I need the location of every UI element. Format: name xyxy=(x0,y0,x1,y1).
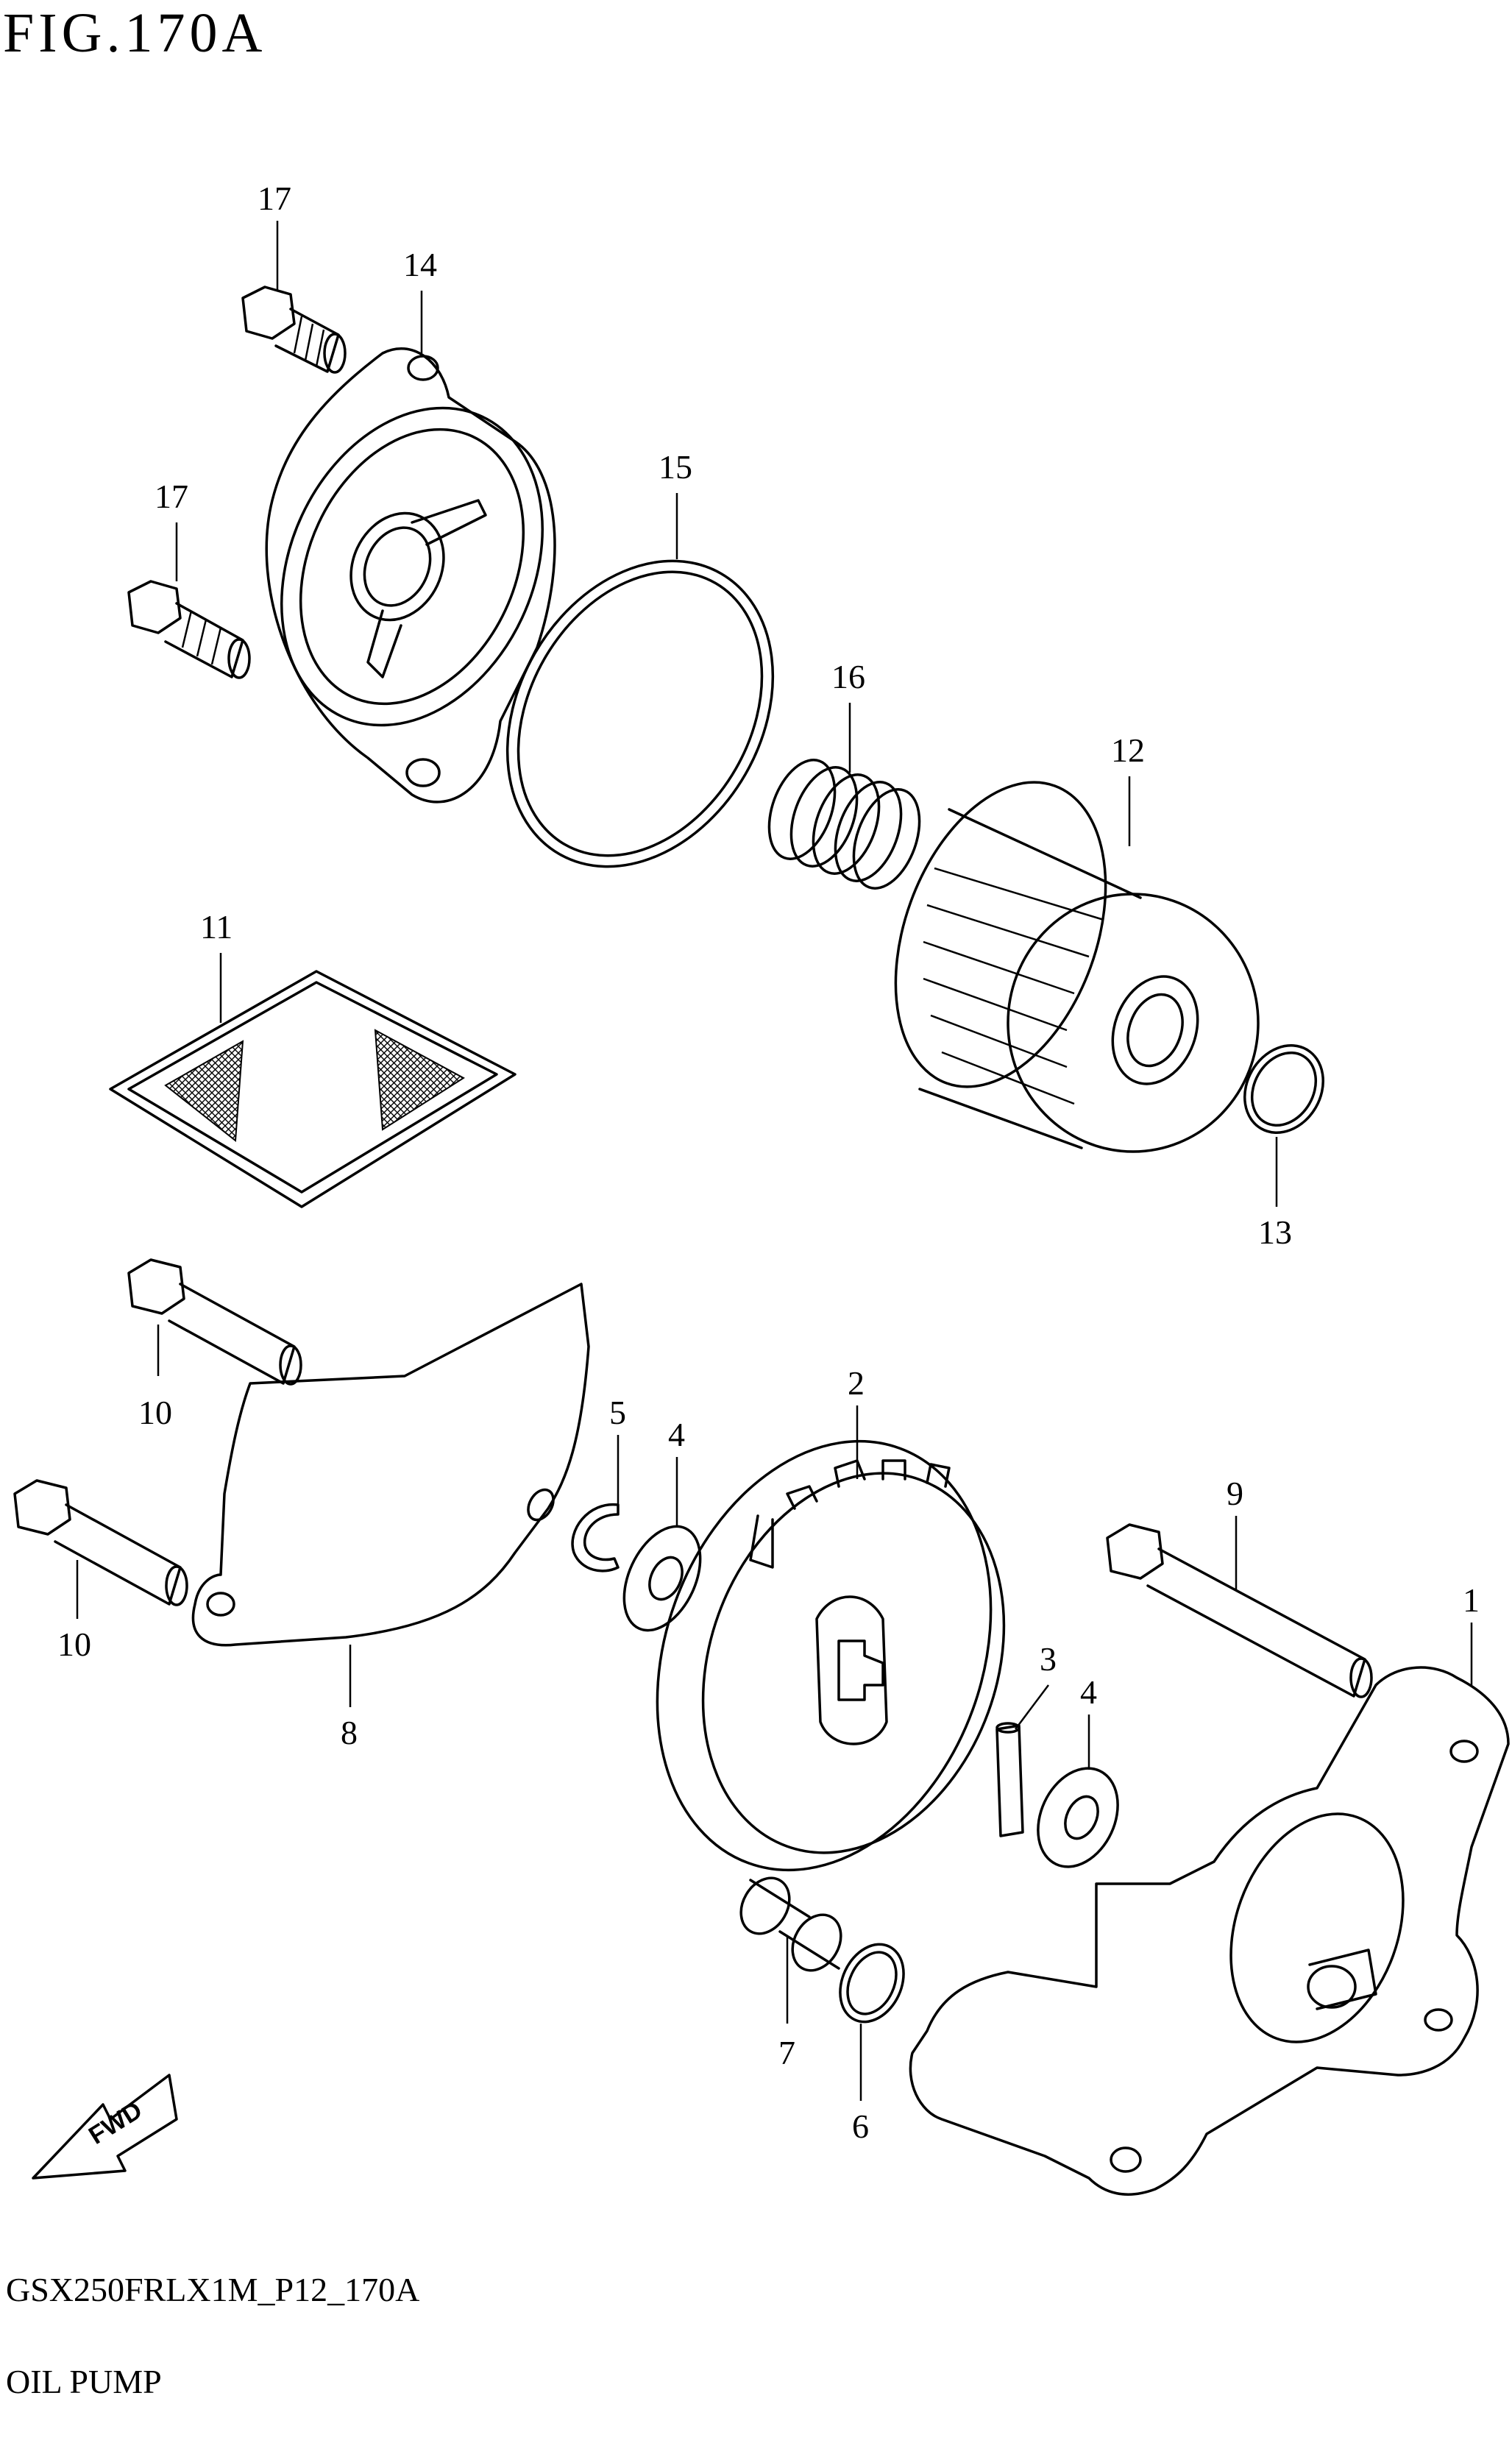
callout-4-left: 4 xyxy=(668,1416,685,1453)
part-4-washer-left xyxy=(622,1525,702,1632)
part-15-o-ring xyxy=(505,559,775,868)
part-1-oil-pump-body xyxy=(909,1666,1510,2196)
part-13-o-ring-small xyxy=(1243,1044,1325,1134)
callout-4-right: 4 xyxy=(1080,1673,1097,1711)
figure-code: GSX250FRLX1M_P12_170A xyxy=(6,2271,420,2308)
part-17-bolt-lower xyxy=(127,580,251,679)
callout-10-upper: 10 xyxy=(138,1394,172,1431)
part-17-bolt-upper xyxy=(241,286,347,374)
part-10-bolt-lower xyxy=(13,1479,188,1606)
part-14-filter-cap xyxy=(265,347,556,804)
callout-3: 3 xyxy=(1040,1640,1057,1678)
part-12-oil-filter xyxy=(894,781,1260,1153)
callout-17-lower: 17 xyxy=(155,478,188,515)
leader-lines xyxy=(76,221,1473,2101)
figure-title: FIG.170A xyxy=(3,2,267,64)
callout-12: 12 xyxy=(1111,731,1145,769)
part-9-bolt xyxy=(1106,1523,1373,1698)
callout-11: 11 xyxy=(200,908,233,946)
callout-10-lower: 10 xyxy=(57,1625,91,1663)
callout-8: 8 xyxy=(341,1714,358,1751)
callout-15: 15 xyxy=(659,448,692,486)
callout-5: 5 xyxy=(609,1394,626,1431)
callout-13: 13 xyxy=(1258,1213,1292,1251)
callout-6: 6 xyxy=(852,2107,869,2145)
part-10-bolt-upper xyxy=(127,1258,302,1386)
fwd-label: FWD xyxy=(84,2096,147,2150)
part-11-oil-screen xyxy=(109,970,517,1208)
part-7-dowel xyxy=(739,1876,842,1972)
part-5-circlip xyxy=(571,1503,620,1572)
part-16-spring xyxy=(767,759,921,890)
part-6-o-ring xyxy=(839,1943,905,2024)
part-2-pump-gear xyxy=(656,1439,1006,1872)
callout-labels: 17 14 17 15 16 12 11 13 10 5 4 2 9 10 1 … xyxy=(57,180,1480,2145)
callout-2: 2 xyxy=(848,1364,865,1402)
callout-14: 14 xyxy=(403,246,437,283)
callout-9: 9 xyxy=(1227,1475,1243,1512)
fwd-arrow-icon: FWD xyxy=(32,2074,178,2180)
callout-16: 16 xyxy=(831,658,865,695)
callout-1: 1 xyxy=(1463,1581,1480,1619)
part-4-washer-right xyxy=(1037,1767,1119,1868)
figure-name: OIL PUMP xyxy=(6,2363,162,2400)
callout-17-upper: 17 xyxy=(258,180,291,217)
part-3-pin xyxy=(995,1722,1024,1837)
callout-7: 7 xyxy=(778,2034,795,2071)
part-8-pump-cover xyxy=(191,1283,590,1647)
